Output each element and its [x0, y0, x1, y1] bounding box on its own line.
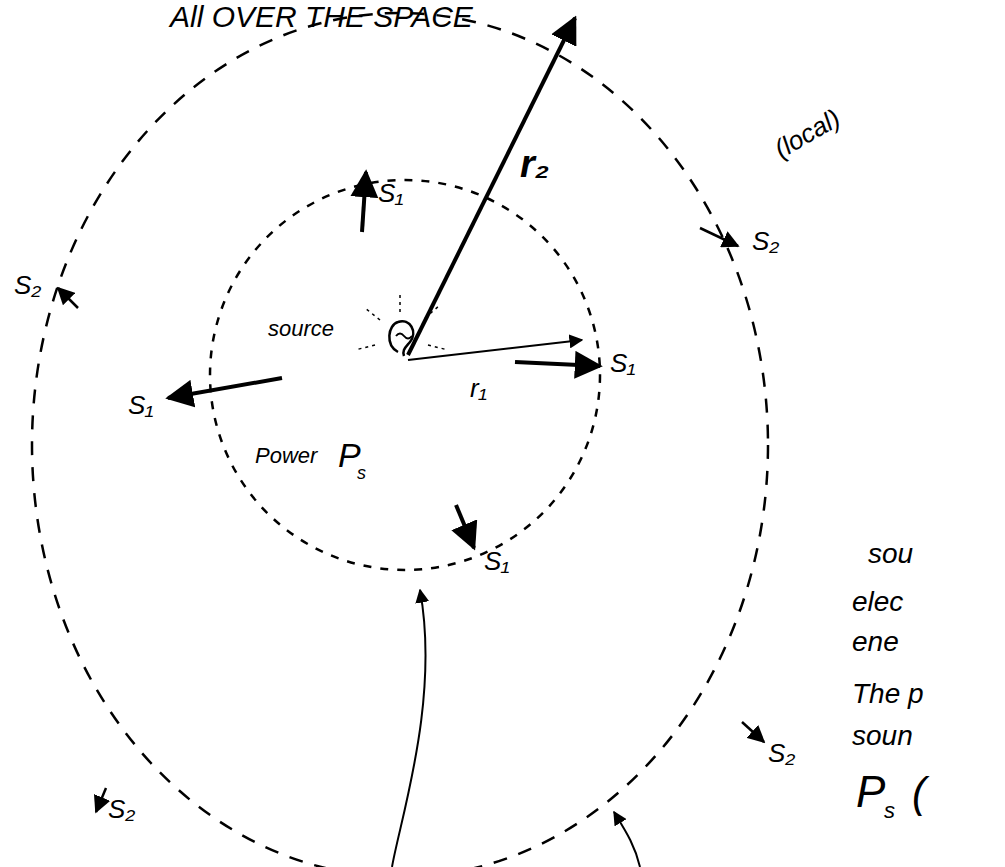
- poynting-arrows-inner: [168, 172, 600, 548]
- poynting-arrows-outer: [58, 228, 764, 812]
- note-fragment: The p: [852, 680, 924, 708]
- flux-label: S₁: [378, 180, 404, 206]
- pointer-lines: [392, 590, 640, 867]
- note-fragment: ene: [852, 628, 899, 656]
- power-label: Power: [255, 445, 317, 467]
- source-label: source: [268, 318, 334, 340]
- flux-label: S₂: [14, 272, 41, 298]
- radius-label: r₂: [520, 145, 549, 183]
- inner-surface: [210, 180, 600, 570]
- radius-r1: [408, 340, 582, 360]
- side-note: (local): [770, 105, 844, 163]
- note-fragment: s: [884, 800, 895, 822]
- outer-surface: [32, 13, 768, 867]
- radius-r2: [408, 18, 575, 355]
- flux-label: S₂: [768, 740, 795, 766]
- note-fragment: sou: [868, 540, 913, 568]
- flux-label: S₁: [610, 350, 636, 376]
- flux-label: S₁: [484, 548, 510, 574]
- flux-label: S₁: [128, 392, 154, 418]
- note-fragment: P: [856, 770, 885, 814]
- flux-label: S₂: [108, 796, 135, 822]
- note-fragment: soun: [852, 722, 913, 750]
- flux-label: S₂: [752, 228, 779, 254]
- note-fragment: elec: [852, 588, 903, 616]
- note-fragment: (: [912, 772, 926, 814]
- title-note: All OVER THE SPACE: [170, 2, 473, 32]
- power-subscript: s: [357, 464, 366, 482]
- radius-label: r₁: [470, 375, 487, 401]
